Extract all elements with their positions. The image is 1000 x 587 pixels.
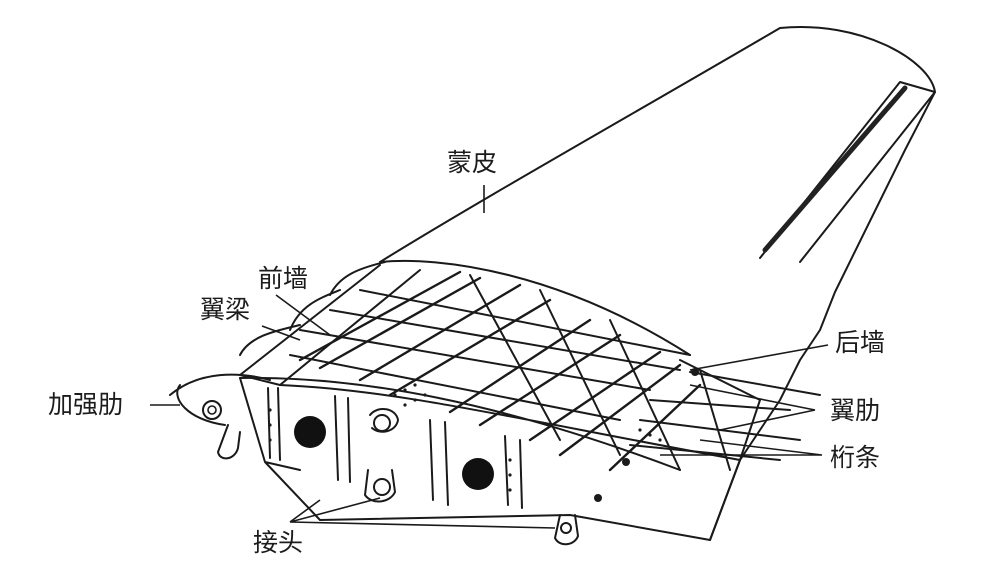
leader-front-wall	[275, 294, 331, 336]
leader-lines	[150, 185, 829, 529]
leader-rear-wall	[689, 344, 829, 371]
spar-grid	[298, 270, 702, 472]
label-joint: 接头	[253, 528, 304, 557]
label-front-wall: 前墙	[258, 264, 309, 293]
rib-grid	[289, 274, 691, 471]
lightening-holes	[294, 416, 494, 490]
label-skin: 蒙皮	[447, 148, 498, 177]
label-rear-wall: 后墙	[835, 328, 886, 357]
leader-wing-rib	[689, 384, 816, 431]
rear-wall	[679, 359, 761, 471]
label-reinforcing-rib: 加强肋	[48, 390, 124, 419]
stringers	[629, 371, 821, 461]
label-spar: 翼梁	[200, 295, 251, 324]
joint-lugs	[217, 408, 579, 546]
leader-spar	[261, 325, 301, 341]
root-rib	[239, 377, 741, 541]
joint-hole	[202, 400, 222, 420]
rivets	[268, 383, 662, 492]
label-wing-rib: 翼肋	[830, 396, 881, 425]
root-stiffeners	[267, 387, 523, 509]
leader-joint	[289, 497, 556, 529]
root-rib-top	[239, 376, 741, 471]
leading-edge	[169, 261, 386, 426]
leader-stringer	[660, 439, 823, 456]
aileron-hinge	[762, 85, 908, 253]
aileron-slot	[759, 81, 936, 263]
label-stringer: 桁条	[830, 443, 881, 472]
